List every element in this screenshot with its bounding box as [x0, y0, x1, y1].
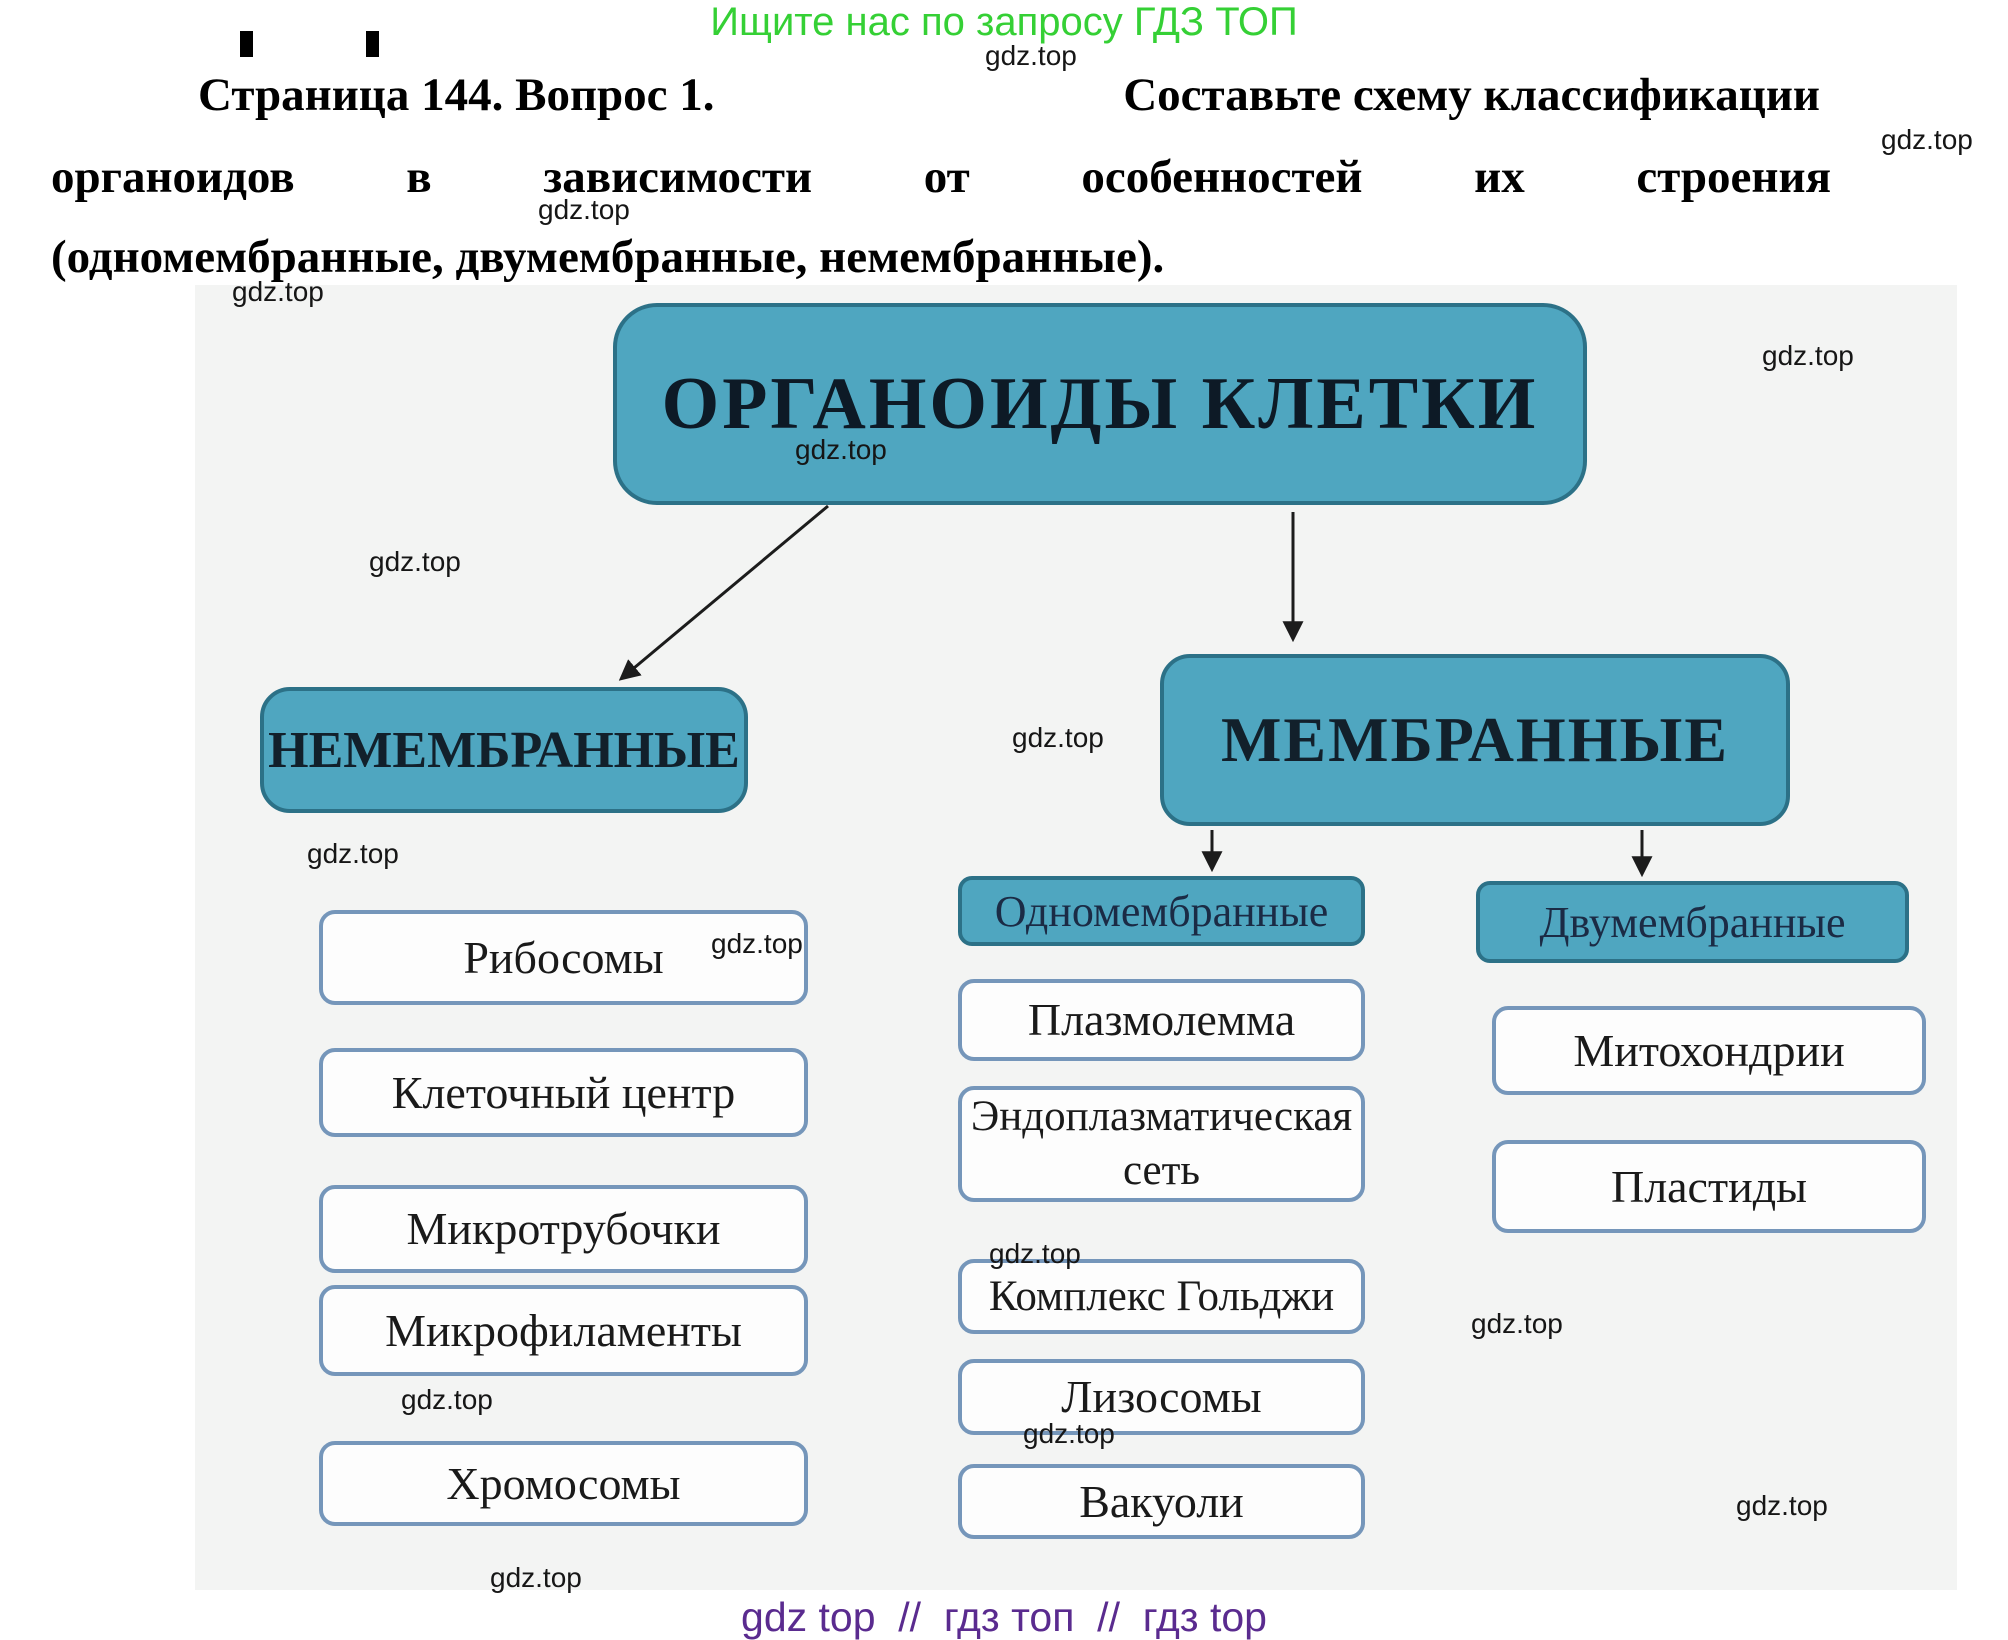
watermark: gdz.top — [538, 194, 630, 225]
node-label: Двумембранные — [1539, 897, 1846, 947]
watermark: gdz.top — [989, 1238, 1081, 1269]
watermark: gdz.top — [985, 40, 1077, 71]
question-line-1: Страница 144. Вопрос 1. Составьте схему … — [198, 68, 1820, 122]
node-label: Клеточный центр — [391, 1066, 736, 1118]
node-plasmolemma: Плазмолемма — [958, 979, 1365, 1061]
footer-watermark: gdz top // гдз топ // гдз top — [741, 1594, 1267, 1640]
node-plastids: Пластиды — [1492, 1140, 1926, 1233]
node-label: Плазмолемма — [1027, 994, 1296, 1046]
node-endoplasmic-reticulum: Эндоплазматическая сеть — [958, 1086, 1365, 1202]
node-double-membrane: Двумембранные — [1476, 881, 1909, 963]
watermark: gdz.top — [795, 434, 887, 465]
node-mitochondria: Митохондрии — [1492, 1006, 1926, 1095]
node-label: ОРГАНОИДЫ КЛЕТКИ — [661, 362, 1539, 445]
node-label: Пластиды — [1610, 1160, 1808, 1212]
node-label: Комплекс Гольджи — [988, 1272, 1335, 1320]
promo-banner: Ищите нас по запросу ГДЗ ТОП — [710, 0, 1298, 44]
node-membrane-branch: МЕМБРАННЫЕ — [1160, 654, 1790, 826]
node-cell-center: Клеточный центр — [319, 1048, 808, 1137]
watermark: gdz.top — [490, 1562, 582, 1593]
node-microtubules: Микротрубочки — [319, 1185, 808, 1273]
node-label: Рибосомы — [463, 931, 664, 983]
node-ribosomes: Рибосомы — [319, 910, 808, 1005]
node-label: МЕМБРАННЫЕ — [1220, 704, 1730, 775]
node-label: Одномембранные — [994, 886, 1329, 936]
watermark: gdz.top — [401, 1384, 493, 1415]
watermark: gdz.top — [1012, 722, 1104, 753]
node-non-membrane-branch: НЕМЕМБРАННЫЕ — [260, 687, 748, 813]
node-label: Митохондрии — [1573, 1024, 1845, 1076]
node-label: Вакуоли — [1079, 1475, 1244, 1527]
node-vacuoles: Вакуоли — [958, 1464, 1365, 1539]
watermark: gdz.top — [1471, 1308, 1563, 1339]
question-text-start: Составьте схему классификации — [1123, 69, 1820, 121]
node-microfilaments: Микрофиламенты — [319, 1285, 808, 1376]
watermark: gdz.top — [1762, 340, 1854, 371]
node-label: Микрофиламенты — [385, 1304, 742, 1356]
question-line-2: органоидов в зависимости от особенностей… — [51, 151, 1831, 203]
watermark: gdz.top — [307, 838, 399, 869]
node-label: Лизосомы — [1061, 1371, 1262, 1423]
node-lysosomes: Лизосомы — [958, 1359, 1365, 1435]
watermark: gdz.top — [1881, 124, 1973, 155]
node-single-membrane: Одномембранные — [958, 876, 1365, 946]
question-line-3: (одномембранные, двумембранные, немембра… — [51, 231, 1165, 283]
watermark: gdz.top — [711, 928, 803, 959]
node-label: Хромосомы — [446, 1457, 681, 1509]
node-golgi-complex: Комплекс Гольджи — [958, 1259, 1365, 1334]
node-label: Эндоплазматическая сеть — [970, 1093, 1353, 1194]
watermark: gdz.top — [232, 276, 324, 307]
question-page-label: Страница 144. Вопрос 1. — [198, 69, 715, 121]
watermark: gdz.top — [369, 546, 461, 577]
node-label: НЕМЕМБРАННЫЕ — [268, 721, 740, 779]
watermark: gdz.top — [1023, 1418, 1115, 1449]
cropped-text-fragment — [366, 31, 379, 57]
cropped-text-fragment — [240, 31, 253, 57]
watermark: gdz.top — [1736, 1490, 1828, 1521]
node-chromosomes: Хромосомы — [319, 1441, 808, 1526]
node-label: Микротрубочки — [406, 1203, 721, 1255]
node-organoids-root: ОРГАНОИДЫ КЛЕТКИ — [613, 303, 1587, 505]
